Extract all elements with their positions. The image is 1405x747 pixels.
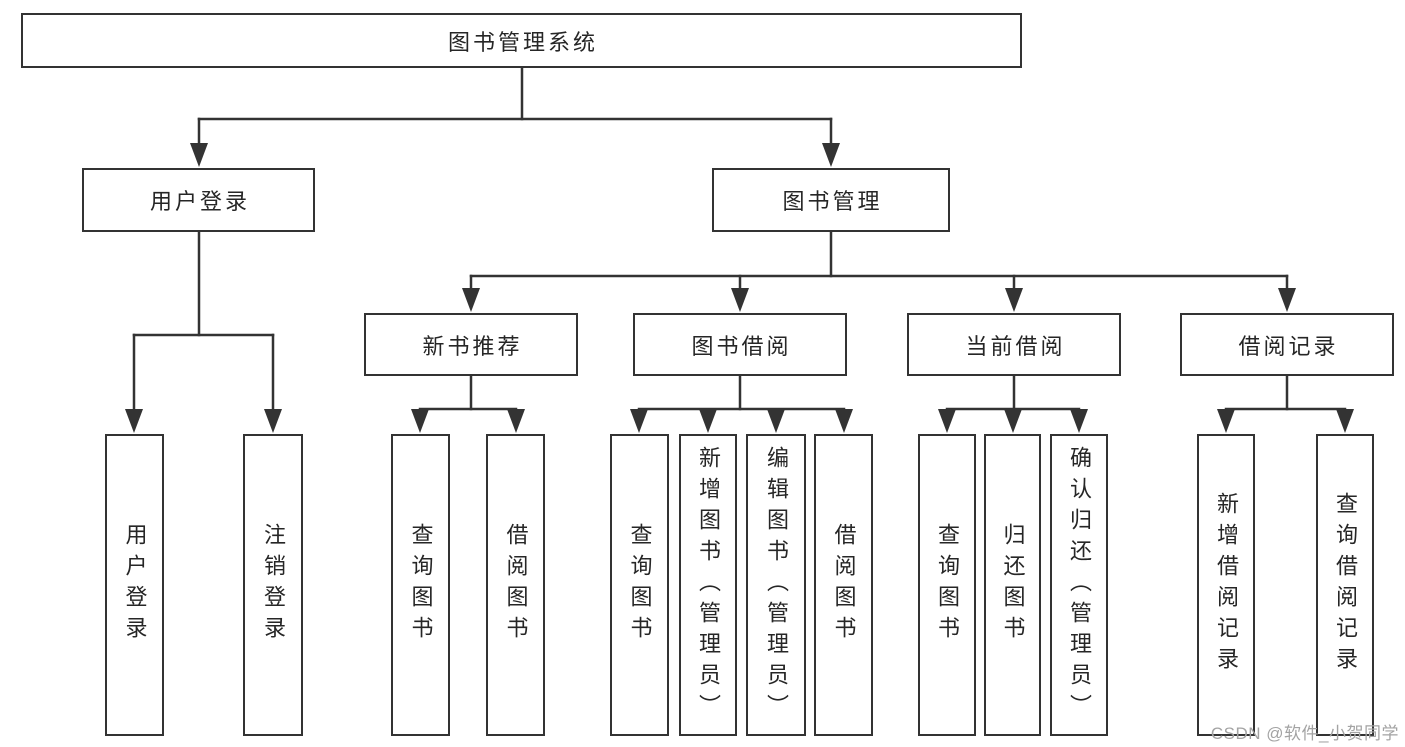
node-logout: 注销登录 <box>243 434 303 736</box>
node-label: 图书借阅 <box>691 333 792 359</box>
node-return-book: 归还图书 <box>984 434 1041 736</box>
node-query-borrow-record: 查询借阅记录 <box>1316 434 1374 736</box>
node-label: 新书推荐 <box>422 333 523 359</box>
node-user-login-leaf: 用户登录 <box>105 434 164 736</box>
node-label: 新增图书（管理员） <box>696 445 721 725</box>
node-label: 图书管理 <box>782 189 883 214</box>
node-label: 查询图书 <box>408 523 434 647</box>
node-user-login: 用户登录 <box>82 168 315 232</box>
node-label: 当前借阅 <box>965 333 1066 359</box>
node-label: 用户登录 <box>149 189 250 214</box>
node-root: 图书管理系统 <box>21 13 1022 68</box>
connector-bookmgmt-to-level3 <box>462 230 1296 312</box>
node-label: 用户登录 <box>122 523 148 647</box>
connector-current-children <box>938 374 1088 433</box>
node-current-borrow: 当前借阅 <box>907 313 1121 376</box>
node-confirm-return-admin: 确认归还（管理员） <box>1050 434 1108 736</box>
connector-root-to-level2 <box>190 66 840 167</box>
watermark: CSDN @软件_小贺同学 <box>1210 724 1399 743</box>
node-label: 查询图书 <box>935 523 960 647</box>
node-book-borrow: 图书借阅 <box>633 313 847 376</box>
connector-userlogin-children <box>125 230 282 433</box>
node-label: 编辑图书（管理员） <box>764 445 789 725</box>
node-label: 确认归还（管理员） <box>1067 445 1092 725</box>
node-book-management: 图书管理 <box>712 168 950 232</box>
node-label: 查询图书 <box>627 523 653 647</box>
node-query-books-recommend: 查询图书 <box>391 434 450 736</box>
node-query-books-current: 查询图书 <box>918 434 976 736</box>
node-label: 新增借阅记录 <box>1214 492 1239 678</box>
node-label: 图书管理系统 <box>447 29 598 55</box>
node-label: 查询借阅记录 <box>1333 492 1358 678</box>
connector-borrow-children <box>630 374 853 433</box>
node-label: 借阅图书 <box>831 523 857 647</box>
node-borrow-books-recommend: 借阅图书 <box>486 434 545 736</box>
node-borrow-records: 借阅记录 <box>1180 313 1394 376</box>
node-label: 注销登录 <box>261 523 286 647</box>
node-add-borrow-record: 新增借阅记录 <box>1197 434 1255 736</box>
connector-records-children <box>1217 374 1354 433</box>
node-edit-book-admin: 编辑图书（管理员） <box>746 434 806 736</box>
node-label: 借阅记录 <box>1238 333 1339 359</box>
node-label: 归还图书 <box>1000 523 1026 647</box>
connector-newbook-children <box>411 374 525 433</box>
node-new-book-recommend: 新书推荐 <box>364 313 578 376</box>
node-borrow-books-leaf: 借阅图书 <box>814 434 873 736</box>
node-add-book-admin: 新增图书（管理员） <box>679 434 737 736</box>
node-label: 借阅图书 <box>503 523 529 647</box>
node-query-books-borrow: 查询图书 <box>610 434 669 736</box>
